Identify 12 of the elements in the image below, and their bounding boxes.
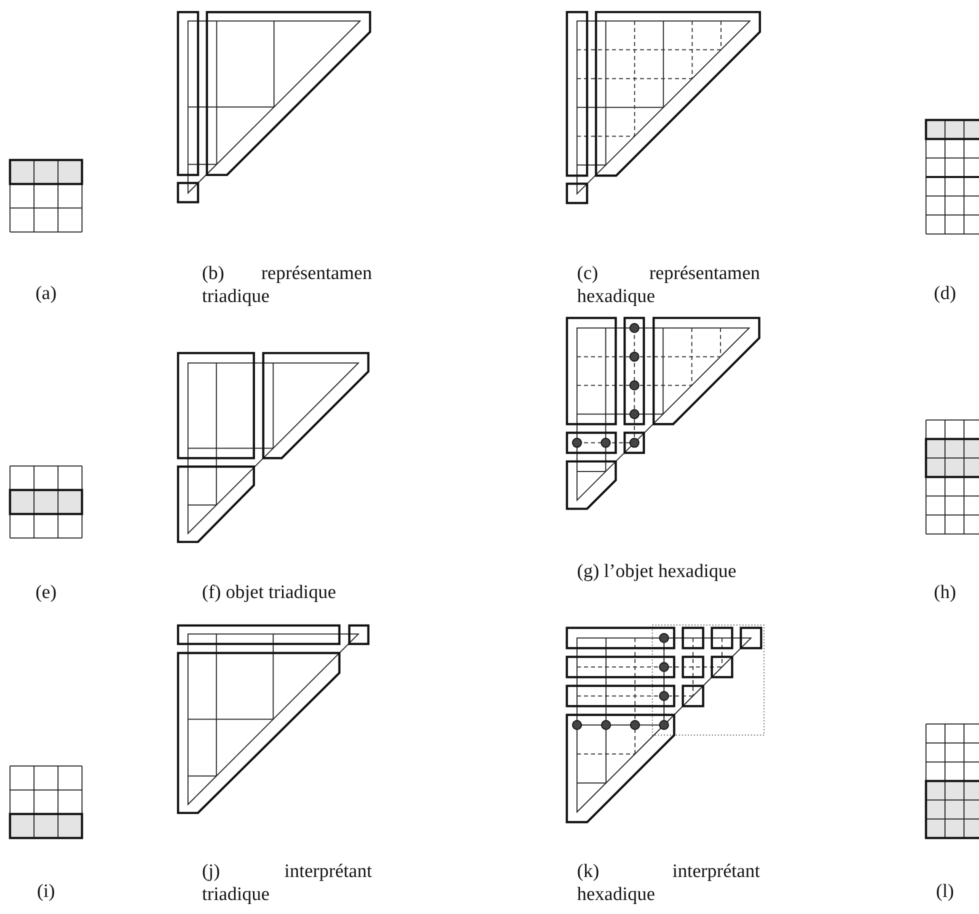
figure-caption: (c) représentamen hexadique (577, 262, 760, 308)
figure-caption: (f) objet triadique (202, 581, 338, 604)
figure-caption: (a) (34, 282, 58, 305)
figure-caption: (k) interprétant hexadique (577, 860, 760, 906)
figure-caption: (j) interprétant triadique (202, 860, 372, 906)
figure-caption: (b) représentamen triadique (202, 262, 372, 308)
figure-caption: (h) (932, 581, 958, 604)
figure-caption: (i) (36, 880, 56, 903)
figure-caption: (l) (935, 880, 955, 903)
figure-caption: (g) l’objet hexadique (577, 560, 737, 583)
figure-caption: (e) (34, 581, 58, 604)
figure-caption: (d) (932, 282, 958, 305)
